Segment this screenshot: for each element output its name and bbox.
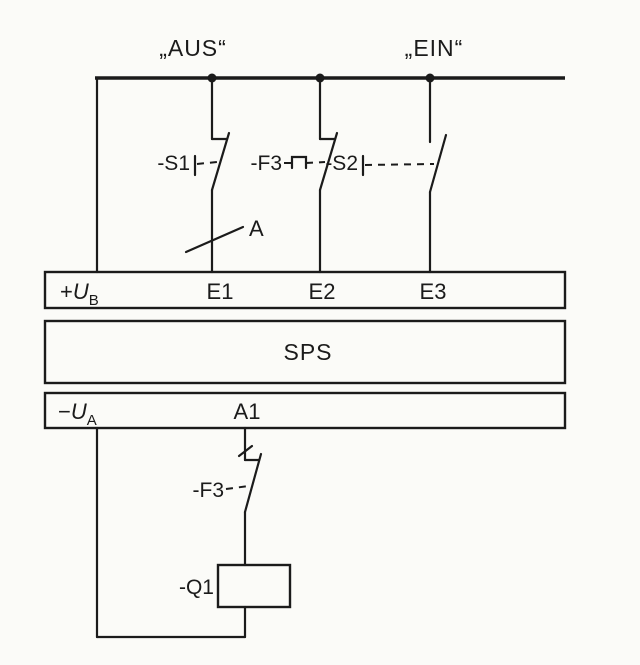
terminal-label-a1: A1 [234,399,261,424]
f3-top-label: -F3 [251,152,283,175]
f3-bottom-label: -F3 [193,479,225,502]
ua-subscript: A [87,412,97,429]
s1-label: -S1 [157,152,190,175]
f3-bottom-release-tick [237,444,254,458]
plc-output-terminal-box [43,391,567,430]
ua-symbol: U [71,399,87,424]
ein-label: „EIN“ [405,35,464,61]
f3-bottom-contact-blade [243,452,263,514]
aus-label: „AUS“ [159,35,227,61]
plc-input-terminal-box [43,270,567,310]
terminal-label-e3: E3 [420,279,447,304]
plc-name-label: SPS [283,339,332,365]
terminal-label-ua: −UA [58,399,97,429]
q1-label: -Q1 [179,576,214,599]
plc-body-box [43,319,567,385]
f3-top-contact-blade [318,131,339,192]
s1-contact-blade [210,131,231,192]
ub-symbol: U [73,279,89,304]
terminal-label-e1: E1 [207,279,234,304]
f3-bottom-link [225,485,250,490]
ua-sign: − [58,399,71,424]
ub-subscript: B [89,292,99,309]
terminal-label-ub: +UB [60,279,99,309]
ub-sign: + [60,279,73,304]
s1-actuator-link [196,161,218,165]
terminal-label-e2: E2 [309,279,336,304]
annotation-a-line [184,225,245,254]
q1-coil [216,563,292,609]
f3-top-link-right [305,161,326,164]
annotation-a-label: A [249,216,264,241]
s2-contact-blade [428,133,448,194]
s2-label: -S2 [325,152,358,175]
s2-actuator-link [364,163,435,166]
f3-thermal-release-symbol [290,155,308,170]
